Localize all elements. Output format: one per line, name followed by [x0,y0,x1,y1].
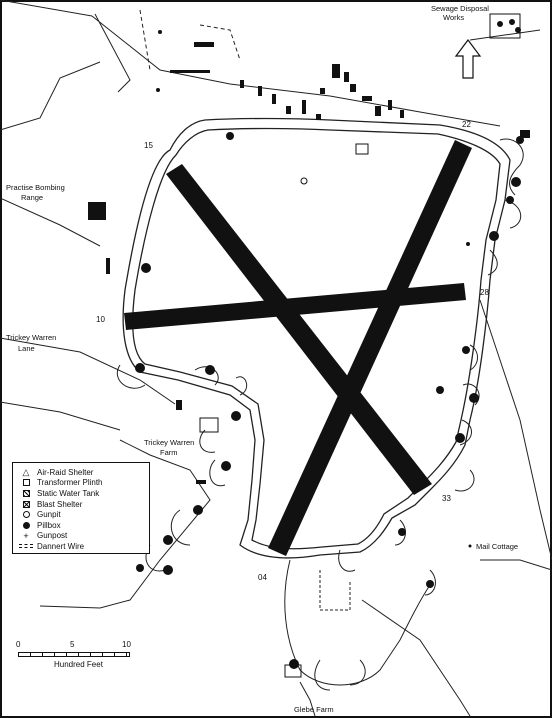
scale-tick: 0 [16,640,21,649]
legend-gunpit: Gunpit [19,509,143,520]
filled-circle-icon [19,521,33,529]
legend-static-water-tank: Static Water Tank [19,488,143,499]
square-icon [19,479,33,487]
scale-tick: 10 [122,640,131,649]
scale-ruler [18,652,130,657]
scale-bar: 0 5 10 Hundred Feet [14,640,134,670]
label-practise-1: Practise Bombing [6,183,65,192]
label-trickey-lane-1: Trickey Warren [6,333,56,342]
legend-label: Pillbox [37,520,61,530]
runways [124,140,472,556]
dispersal-loops [117,138,524,691]
label-trickey-farm-2: Farm [160,448,178,457]
label-sewage: Sewage Disposal [431,4,489,13]
label-glebe-farm: Glebe Farm [294,705,334,714]
buildings [88,13,530,678]
circle-icon [19,511,33,519]
label-works: Works [443,13,464,22]
map-labels: Sewage Disposal Works Practise Bombing R… [6,4,518,714]
legend-label: Gunpost [37,531,68,541]
label-mail-cottage: Mail Cottage [476,542,518,551]
runway-label-22: 22 [462,120,471,129]
pillbox-markers [135,132,524,669]
runway-label-04: 04 [258,573,267,582]
legend-gunpost: + Gunpost [19,531,143,542]
dashed-line-icon [19,544,33,549]
runway-22-04 [268,140,472,556]
legend-air-raid-shelter: △ Air-Raid Shelter [19,467,143,478]
runway-15-33 [166,164,432,495]
crossed-square-icon [19,500,33,508]
scale-label: Hundred Feet [54,660,103,669]
map-legend: △ Air-Raid Shelter Transformer Plinth St… [12,462,150,554]
triangle-icon: △ [22,466,30,477]
legend-label: Blast Shelter [37,499,83,509]
legend-label: Air-Raid Shelter [37,467,94,477]
label-trickey-lane-2: Lane [18,344,35,353]
label-trickey-farm-1: Trickey Warren [144,438,194,447]
legend-label: Transformer Plinth [37,478,103,488]
north-arrow-icon [454,39,482,79]
hatched-square-icon [19,489,33,497]
scale-tick: 5 [70,640,75,649]
legend-blast-shelter: Blast Shelter [19,499,143,510]
runway-label-10: 10 [96,315,105,324]
legend-pillbox: Pillbox [19,520,143,531]
runway-label-33: 33 [442,494,451,503]
runway-label-15: 15 [144,141,153,150]
label-practise-2: Range [21,193,43,202]
plus-icon: + [23,530,29,541]
scale-ticks: 0 5 10 [14,640,134,650]
perimeter-track [122,117,511,559]
runway-label-28: 28 [480,288,489,297]
legend-label: Static Water Tank [37,488,100,498]
legend-transformer-plinth: Transformer Plinth [19,478,143,489]
runway-28-10 [124,283,466,330]
legend-label: Gunpit [37,510,61,520]
legend-label: Dannert Wire [37,541,85,551]
legend-dannert-wire: Dannert Wire [19,541,143,552]
